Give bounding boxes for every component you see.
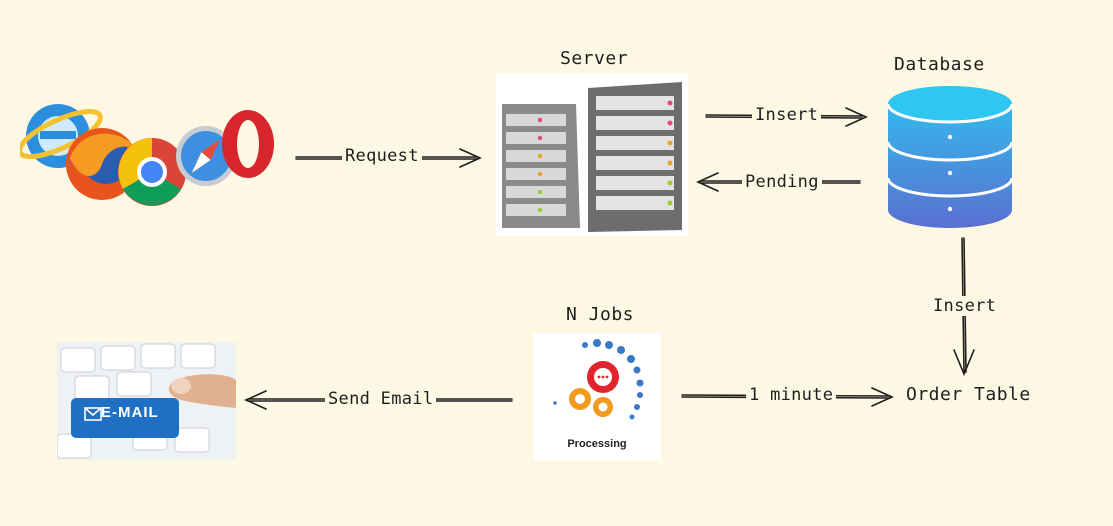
- server-title: Server: [560, 48, 629, 69]
- insert-order-label: Insert: [930, 296, 1000, 316]
- database-cylinder-icon: [886, 86, 1014, 228]
- server-rack-icon: [496, 74, 688, 236]
- email-key-label: E-MAIL: [101, 404, 159, 421]
- request-label: Request: [342, 146, 422, 166]
- insert-db-label: Insert: [752, 105, 822, 125]
- order-table-title: Order Table: [906, 384, 1031, 405]
- safari-icon: [176, 126, 236, 186]
- email-keyboard-image: E-MAIL: [57, 342, 236, 460]
- chrome-icon: [118, 138, 186, 206]
- browser-icons: [20, 104, 274, 206]
- database-title: Database: [894, 54, 985, 75]
- opera-icon: [222, 110, 274, 178]
- one-minute-label: 1 minute: [746, 385, 837, 405]
- gear-icon: [569, 361, 619, 417]
- jobs-title: N Jobs: [566, 304, 635, 325]
- send-email-label: Send Email: [325, 389, 437, 409]
- processing-label: Processing: [567, 438, 627, 450]
- pending-label: Pending: [742, 172, 822, 192]
- processing-icon: Processing: [533, 333, 661, 461]
